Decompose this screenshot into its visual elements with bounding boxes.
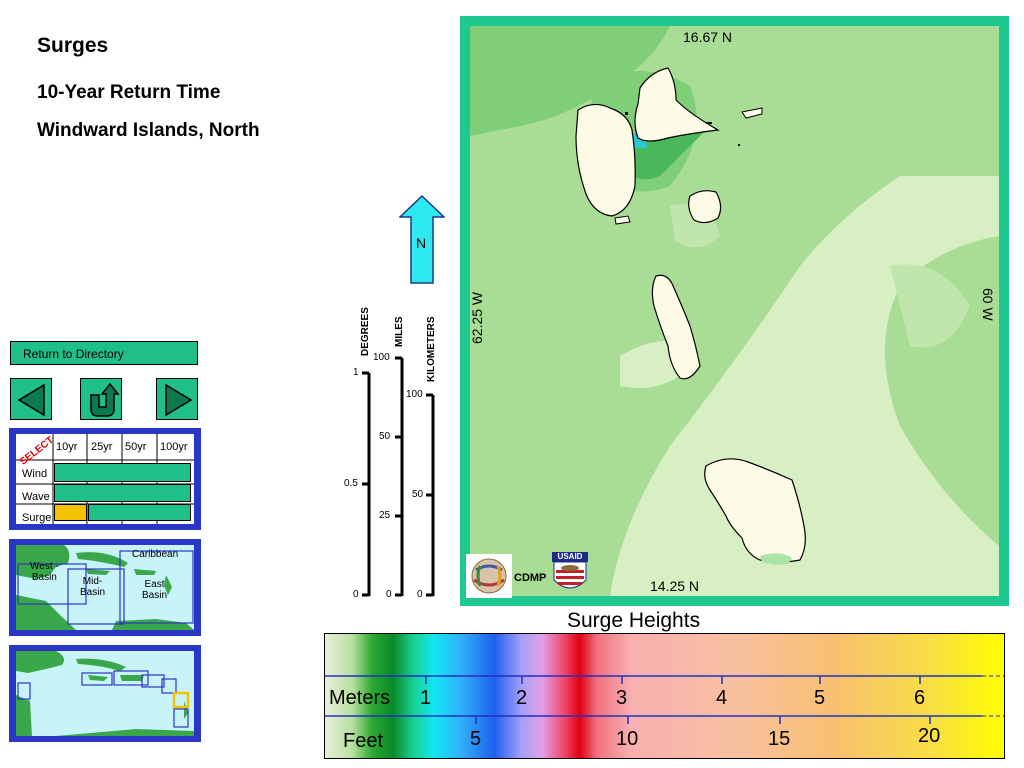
miles-scale-label: MILES bbox=[394, 316, 405, 347]
feet-tick-15: 15 bbox=[768, 728, 791, 750]
triangle-left-icon bbox=[17, 383, 45, 417]
legend-title: Surge Heights bbox=[567, 609, 701, 632]
locator-map[interactable] bbox=[16, 651, 194, 736]
oas-logo bbox=[466, 554, 512, 598]
region-subtitle: Windward Islands, North bbox=[37, 120, 260, 141]
col-10yr[interactable]: 10yr bbox=[56, 441, 78, 453]
meters-tick-6: 6 bbox=[914, 687, 926, 709]
feet-label: Feet bbox=[343, 730, 384, 752]
u-turn-up-icon bbox=[90, 382, 120, 417]
feet-tick-10: 10 bbox=[616, 728, 639, 750]
hazard-selector-grid: SELECT 10yr 25yr 50yr 100yr Wind Wave Su… bbox=[16, 434, 194, 524]
km-tick-0: 0 bbox=[417, 589, 423, 600]
km-tick-100: 100 bbox=[406, 389, 423, 400]
col-25yr[interactable]: 25yr bbox=[91, 441, 113, 453]
miles-tick-100: 100 bbox=[373, 352, 390, 363]
usaid-label: USAID bbox=[552, 552, 588, 562]
previous-button[interactable] bbox=[10, 378, 52, 420]
legend-color-bar bbox=[325, 634, 1004, 758]
page-title: Surges bbox=[37, 34, 109, 57]
return-time-subtitle: 10-Year Return Time bbox=[37, 82, 221, 103]
basin-map-panel: Caribbean West - Basin Mid- Basin East B… bbox=[9, 539, 201, 636]
mid-basin-label: Mid- Basin bbox=[80, 576, 106, 598]
meters-tick-5: 5 bbox=[814, 687, 826, 709]
cdmp-label: CDMP bbox=[514, 572, 547, 584]
meters-tick-3: 3 bbox=[616, 687, 628, 709]
miles-tick-50: 50 bbox=[379, 431, 391, 442]
locator-map-drawing bbox=[16, 651, 194, 736]
degrees-tick-0: 0 bbox=[353, 589, 359, 600]
surge-map-frame: 16.67 N 14.25 N 62.25 W 60 W CDMP USAID bbox=[460, 16, 1009, 606]
col-50yr[interactable]: 50yr bbox=[125, 441, 147, 453]
degrees-tick-0-5: 0.5 bbox=[344, 478, 358, 489]
up-directory-button[interactable] bbox=[80, 378, 122, 420]
row-wave-label: Wave bbox=[22, 491, 50, 503]
meters-tick-4: 4 bbox=[716, 687, 728, 709]
usaid-shield-icon bbox=[553, 561, 587, 589]
degrees-tick-1: 1 bbox=[353, 367, 359, 378]
surge-10yr-selected-cell[interactable] bbox=[54, 504, 87, 521]
row-wind-label: Wind bbox=[22, 468, 48, 480]
surge-map-drawing bbox=[470, 26, 999, 596]
wave-cells[interactable] bbox=[54, 484, 191, 502]
meters-tick-2: 2 bbox=[516, 687, 528, 709]
usaid-logo: USAID bbox=[552, 552, 588, 596]
col-100yr[interactable]: 100yr bbox=[160, 441, 188, 453]
miles-tick-25: 25 bbox=[379, 510, 391, 521]
north-label: N bbox=[416, 235, 427, 251]
latitude-top-label: 16.67 N bbox=[683, 29, 733, 45]
surge-cells[interactable] bbox=[88, 504, 191, 521]
caribbean-label: Caribbean bbox=[132, 549, 179, 560]
latitude-bottom-label: 14.25 N bbox=[650, 578, 700, 594]
return-to-directory-button[interactable]: Return to Directory bbox=[10, 341, 198, 365]
north-arrow-icon bbox=[398, 194, 446, 284]
degrees-scale-label: DEGREES bbox=[360, 307, 371, 356]
basin-map-drawing bbox=[16, 545, 194, 630]
longitude-left-label: 62.25 W bbox=[469, 291, 485, 344]
wind-cells[interactable] bbox=[54, 463, 191, 482]
surge-map[interactable]: 16.67 N 14.25 N 62.25 W 60 W CDMP USAID bbox=[466, 26, 999, 598]
hazard-selector-panel: SELECT 10yr 25yr 50yr 100yr Wind Wave Su… bbox=[9, 428, 201, 530]
feet-tick-5: 5 bbox=[470, 728, 482, 750]
triangle-right-icon bbox=[165, 383, 193, 417]
longitude-right-label: 60 W bbox=[980, 288, 996, 321]
next-button[interactable] bbox=[156, 378, 198, 420]
surge-heights-legend: Meters 1 2 3 4 5 6 Feet 5 10 15 20 bbox=[324, 633, 1005, 759]
feet-tick-20: 20 bbox=[918, 725, 941, 747]
row-surge-label: Surge bbox=[22, 512, 52, 524]
meters-label: Meters bbox=[329, 687, 391, 709]
basin-map[interactable]: Caribbean West - Basin Mid- Basin East B… bbox=[16, 545, 194, 630]
scale-bars bbox=[362, 356, 435, 597]
locator-map-panel bbox=[9, 645, 201, 742]
meters-tick-1: 1 bbox=[420, 687, 432, 709]
km-tick-50: 50 bbox=[412, 489, 424, 500]
north-arrow: N bbox=[398, 194, 446, 285]
miles-tick-0: 0 bbox=[386, 589, 392, 600]
oas-globe-icon bbox=[471, 558, 507, 594]
east-basin-label: East Basin bbox=[142, 579, 168, 601]
west-basin-label: West - Basin bbox=[30, 561, 59, 583]
